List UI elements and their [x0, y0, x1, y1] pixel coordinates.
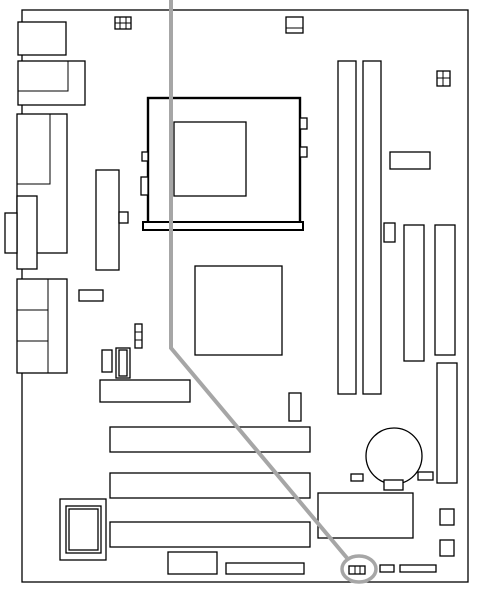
highlighted-jumper — [348, 565, 366, 575]
cpu-die — [173, 121, 247, 197]
pci-slot-1 — [109, 426, 311, 453]
agp-slot — [99, 379, 191, 403]
dimm-slot-2 — [362, 60, 382, 395]
rear-io-panel — [4, 21, 86, 374]
parallel-port-tab — [4, 212, 18, 254]
dimm-slot-1 — [337, 60, 357, 395]
callout-leader-line — [169, 0, 349, 560]
ide-connector-2 — [434, 224, 456, 356]
serial-port-1 — [16, 113, 51, 185]
small-header-left — [78, 289, 104, 302]
callout-highlight-circle — [340, 554, 378, 584]
bottom-header-left — [167, 551, 218, 575]
fan-header-top — [285, 16, 304, 34]
pci-slot-3 — [109, 521, 311, 548]
northbridge-chip — [194, 265, 283, 356]
cpu-socket — [140, 96, 308, 231]
ide-connector-1 — [403, 224, 425, 362]
small-square-right-2 — [439, 539, 455, 557]
jumper-left-of-battery — [350, 473, 364, 482]
jumper-right-of-battery — [417, 471, 434, 481]
dimm-slots — [337, 60, 382, 395]
atx-power-latch — [118, 211, 129, 224]
cmos-battery — [365, 427, 423, 491]
socket-lever — [142, 221, 304, 231]
vertical-jumper — [134, 323, 143, 349]
jumper-top-right — [436, 70, 451, 87]
parallel-port-body — [16, 195, 38, 270]
audio-jack-stack — [16, 278, 68, 374]
small-square-right-1 — [439, 508, 455, 526]
capacitor-pair — [101, 347, 131, 379]
floppy-connector — [436, 362, 458, 484]
bios-chip — [389, 151, 431, 170]
small-vertical-header — [288, 392, 302, 422]
usb-connector-inner — [17, 60, 69, 92]
small-connector-mid — [383, 222, 396, 243]
io-controller-chip — [317, 492, 414, 539]
ps2-connector — [17, 21, 67, 56]
top-jumper — [114, 16, 132, 30]
audio-codec — [59, 498, 107, 561]
bottom-jumper-right — [379, 564, 437, 573]
usb-connector — [17, 60, 86, 106]
atx-power-connector — [95, 169, 120, 271]
bottom-header-front-panel — [225, 562, 305, 575]
